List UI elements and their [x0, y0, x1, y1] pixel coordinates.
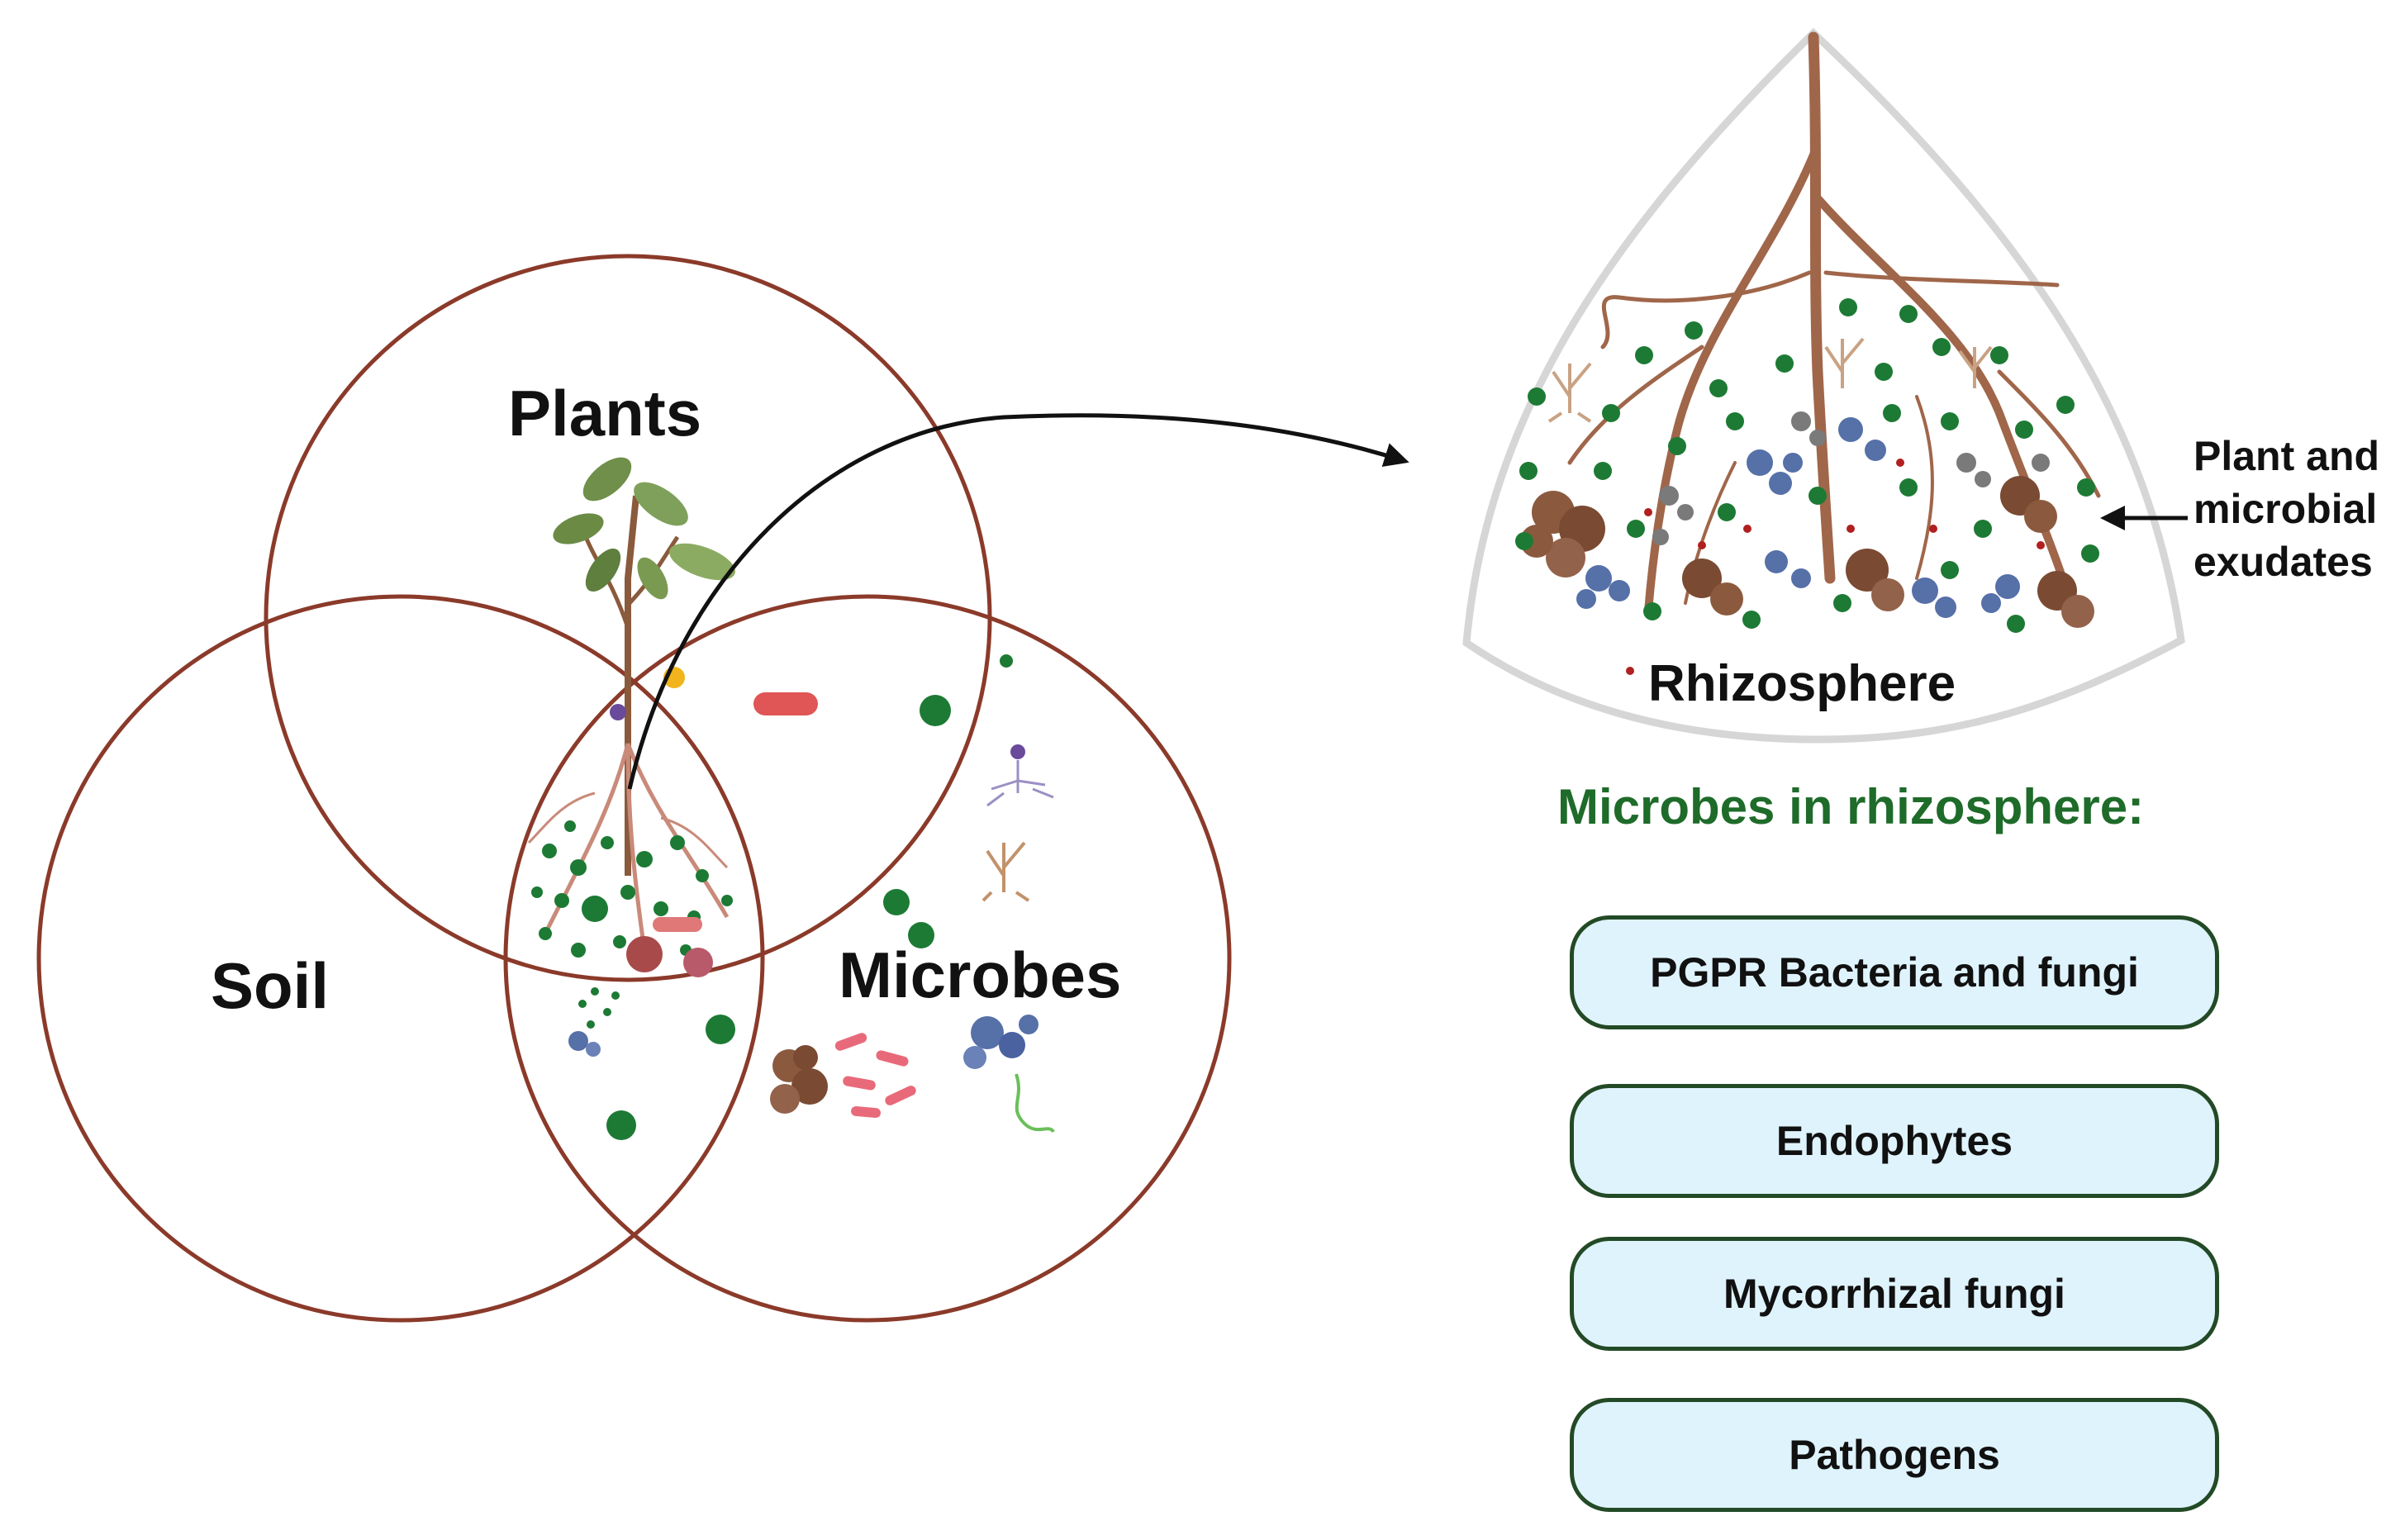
exudates-label-line: Plant and — [2193, 433, 2380, 479]
rhizosphere-blue-microbes — [1576, 417, 2020, 618]
plant-illustration — [553, 457, 735, 876]
exudates-label-line: microbial — [2193, 486, 2378, 532]
plants-label: Plants — [508, 377, 702, 449]
microbes-section-title: Microbes in rhizosphere: — [1557, 779, 2145, 834]
rhizosphere-grey-microbes — [1652, 411, 2050, 545]
rhizosphere-red-dots — [1626, 459, 2045, 675]
exudates-label: Plant and microbial exudates — [2193, 430, 2379, 588]
category-box-endophytes: Endophytes — [1570, 1084, 2219, 1198]
rhizosphere-fungi — [1547, 337, 1993, 423]
microbes-circle — [503, 594, 1232, 1323]
category-box-mycorrhizal: Mycorrhizal fungi — [1570, 1237, 2219, 1351]
intersection-roots — [527, 743, 730, 951]
rhizosphere-green-microbes — [1515, 298, 2099, 633]
exudates-label-line: exudates — [2193, 539, 2373, 585]
soil-label: Soil — [211, 949, 330, 1022]
zoom-arrow — [627, 413, 1409, 790]
rhizosphere-aggregates — [1520, 476, 2094, 628]
soil-circle — [36, 594, 765, 1323]
microbes-decorations — [568, 654, 1055, 1140]
intersection-aggregates — [610, 667, 713, 977]
microbes-label: Microbes — [839, 939, 1122, 1011]
category-box-pgpr: PGPR Bacteria and fungi — [1570, 915, 2219, 1029]
rhizosphere-label: Rhizosphere — [1648, 655, 1956, 712]
category-box-pathogens: Pathogens — [1570, 1398, 2219, 1512]
rhizosphere-panel — [1462, 27, 2185, 744]
